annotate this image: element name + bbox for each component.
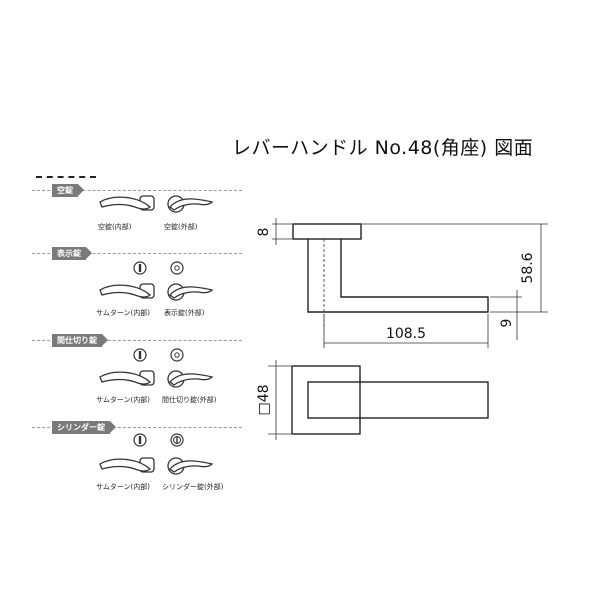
dim-rose-thickness-label: 8	[256, 228, 272, 237]
section-label: 間仕切り錠	[52, 334, 108, 347]
section-label: シリンダー錠	[52, 421, 116, 434]
dim-lever-thickness-label: 9	[499, 319, 515, 328]
section-bar: 表示錠	[32, 247, 242, 260]
dim-rose-thickness	[272, 218, 292, 245]
front-lever	[307, 381, 489, 419]
dim-length-label: 108.5	[386, 326, 426, 342]
section-label: 表示錠	[52, 247, 92, 260]
caption-right: 空錠(外部)	[164, 223, 198, 231]
caption-left: サムターン(内部)	[96, 483, 150, 491]
dim-rose-size-label: □48	[256, 384, 272, 415]
side-rose	[292, 223, 362, 240]
cylinder-key-icon	[170, 433, 184, 447]
caption-right: シリンダー錠(外部)	[162, 483, 224, 491]
side-lever	[307, 239, 489, 313]
section-bar: シリンダー錠	[32, 421, 242, 434]
caption-left: 空錠(内部)	[98, 223, 132, 231]
dim-height	[362, 223, 548, 313]
section-bar: 間仕切り錠	[32, 334, 242, 347]
front-rose	[291, 365, 361, 435]
dim-rose-size	[268, 360, 291, 440]
section-cylinderjou: シリンダー錠 サムターン(内部) シリンダー錠(外部)	[32, 421, 242, 491]
section-majikirijou: 間仕切り錠 サムターン(内部) 間仕切り錠(外部)	[32, 334, 242, 404]
caption-right: 表示錠(外部)	[164, 309, 205, 317]
section-bar: 空錠	[32, 184, 242, 197]
header-dash-line	[36, 176, 96, 178]
section-hyoujijou: 表示錠 サムターン(内部) 表示錠(外部)	[32, 247, 242, 317]
section-label: 空錠	[52, 184, 84, 197]
caption-left: サムターン(内部)	[96, 309, 150, 317]
dim-lever-thickness	[490, 290, 522, 340]
dim-length	[323, 239, 489, 348]
dim-height-label: 58.6	[520, 252, 536, 283]
section-kuujou: 空錠 空錠(内部) 空錠(外部)	[32, 184, 242, 231]
page-title: レバーハンドル No.48(角座) 図面	[232, 137, 534, 159]
caption-right: 間仕切り錠(外部)	[162, 396, 217, 404]
caption-left: サムターン(内部)	[96, 396, 150, 404]
